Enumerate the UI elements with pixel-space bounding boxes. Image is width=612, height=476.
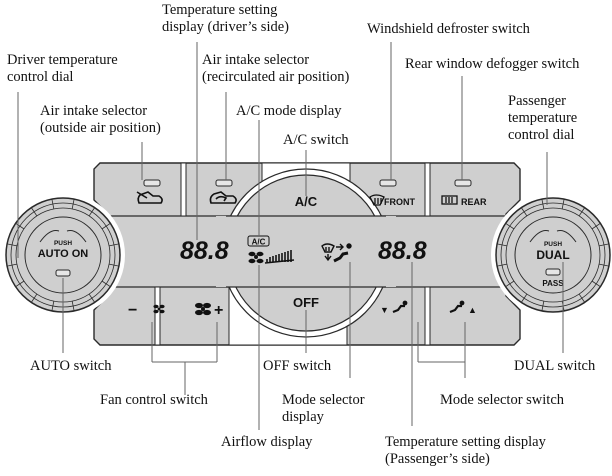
dial-tick xyxy=(599,263,609,267)
pass-label: PASS xyxy=(542,279,564,288)
ac-button-label: A/C xyxy=(295,194,318,209)
dial-tick xyxy=(7,243,17,247)
passenger-temp-display: 88.8 xyxy=(378,237,427,265)
dial-tick xyxy=(101,222,111,230)
mode-selector-display-icon xyxy=(321,243,352,263)
dual-push-label: PUSH xyxy=(544,241,562,248)
dial-tick xyxy=(578,207,586,217)
dial-tick xyxy=(591,280,601,288)
label-line: display (driver’s side) xyxy=(162,19,289,35)
windshield-defroster-icon xyxy=(369,194,385,206)
label-line: Passenger xyxy=(508,93,566,109)
label-airflow-display: Airflow display xyxy=(221,434,313,450)
dial-tick xyxy=(505,280,515,288)
airflow-fan-icon xyxy=(248,251,264,264)
label-ac-switch: A/C switch xyxy=(283,132,349,148)
dial-tick xyxy=(30,293,38,303)
label-line: Air intake selector xyxy=(40,103,148,119)
label-driver-dial: Driver temperature control dial xyxy=(7,52,118,86)
dial-tick xyxy=(109,243,119,247)
label-mode-selector-switch: Mode selector switch xyxy=(440,392,565,408)
dial-tick xyxy=(30,207,38,217)
dial-tick xyxy=(497,263,507,267)
label-line: Driver temperature xyxy=(7,52,118,68)
label-line: temperature xyxy=(508,110,578,126)
airflow-level-bars xyxy=(264,250,295,264)
label-line: control dial xyxy=(508,127,575,143)
label-line: (Passenger’s side) xyxy=(385,451,490,467)
label-temp-passenger-display: Temperature setting display (Passenger’s… xyxy=(385,434,546,468)
dial-tick xyxy=(51,301,55,311)
dial-tick xyxy=(15,222,25,230)
label-temp-driver-display: Temperature setting display (driver’s si… xyxy=(162,2,289,36)
mode-down-arrow: ▼ xyxy=(380,305,389,315)
label-ac-mode-display: A/C mode display xyxy=(236,103,342,119)
ac-mode-indicator: A/C xyxy=(252,238,266,247)
recirculated-air-icon xyxy=(209,191,237,204)
label-windshield-defroster: Windshield defroster switch xyxy=(367,21,530,37)
dial-tick xyxy=(51,199,55,209)
dial-tick xyxy=(599,243,609,247)
label-mode-selector-display: Mode selector display xyxy=(282,392,365,426)
dial-tick xyxy=(71,199,75,209)
passenger-temperature-dial[interactable]: PUSH DUAL PASS xyxy=(491,193,612,317)
label-outside-selector: Air intake selector (outside air positio… xyxy=(40,103,161,137)
dial-tick xyxy=(7,263,17,267)
leader-lines xyxy=(17,42,564,430)
label-fan-control: Fan control switch xyxy=(100,392,208,408)
dial-tick xyxy=(88,293,96,303)
label-line: display xyxy=(282,409,324,425)
mode-down-icon xyxy=(392,300,408,314)
dial-tick xyxy=(541,301,545,311)
driver-temp-display: 88.8 xyxy=(180,237,229,265)
dial-tick xyxy=(520,293,528,303)
dial-tick xyxy=(101,280,111,288)
fan-large-icon xyxy=(195,302,211,316)
dial-tick xyxy=(520,207,528,217)
dial-tick xyxy=(497,243,507,247)
dial-tick xyxy=(591,222,601,230)
dial-tick xyxy=(578,293,586,303)
dial-tick xyxy=(541,199,545,209)
dial-tick xyxy=(505,222,515,230)
off-button-label: OFF xyxy=(293,295,319,310)
dial-tick xyxy=(15,280,25,288)
dial-tick xyxy=(88,207,96,217)
label-line: Temperature setting xyxy=(162,2,278,18)
auto-on-label: AUTO ON xyxy=(38,248,89,260)
label-rear-defogger: Rear window defogger switch xyxy=(405,56,580,72)
mode-up-icon xyxy=(449,300,465,314)
label-auto-switch: AUTO switch xyxy=(30,358,112,374)
label-line: Temperature setting display xyxy=(385,434,546,450)
mode-up-arrow: ▲ xyxy=(468,305,477,315)
label-line: (outside air position) xyxy=(40,120,161,136)
dial-tick xyxy=(109,263,119,267)
rear-defogger-icon xyxy=(441,195,458,205)
dual-label: DUAL xyxy=(536,248,569,262)
dial-tick xyxy=(561,199,565,209)
label-line: Air intake selector xyxy=(202,52,310,68)
outside-air-icon xyxy=(136,191,163,204)
dial-tick xyxy=(71,301,75,311)
rear-button-label: REAR xyxy=(461,197,487,207)
label-line: (recirculated air position) xyxy=(202,69,350,85)
fan-small-icon xyxy=(153,304,165,314)
fan-plus-sign: + xyxy=(214,302,223,319)
driver-temperature-dial[interactable]: PUSH AUTO ON xyxy=(1,193,125,317)
label-off-switch: OFF switch xyxy=(263,358,332,374)
label-line: Mode selector xyxy=(282,392,365,408)
label-line: control dial xyxy=(7,69,74,85)
fan-minus-sign: − xyxy=(128,302,137,319)
label-dual-switch: DUAL switch xyxy=(514,358,596,374)
front-button-label: FRONT xyxy=(384,197,415,207)
auto-push-label: PUSH xyxy=(54,240,72,247)
label-passenger-dial: Passenger temperature control dial xyxy=(508,93,577,144)
label-recirc-selector: Air intake selector (recirculated air po… xyxy=(202,52,349,86)
